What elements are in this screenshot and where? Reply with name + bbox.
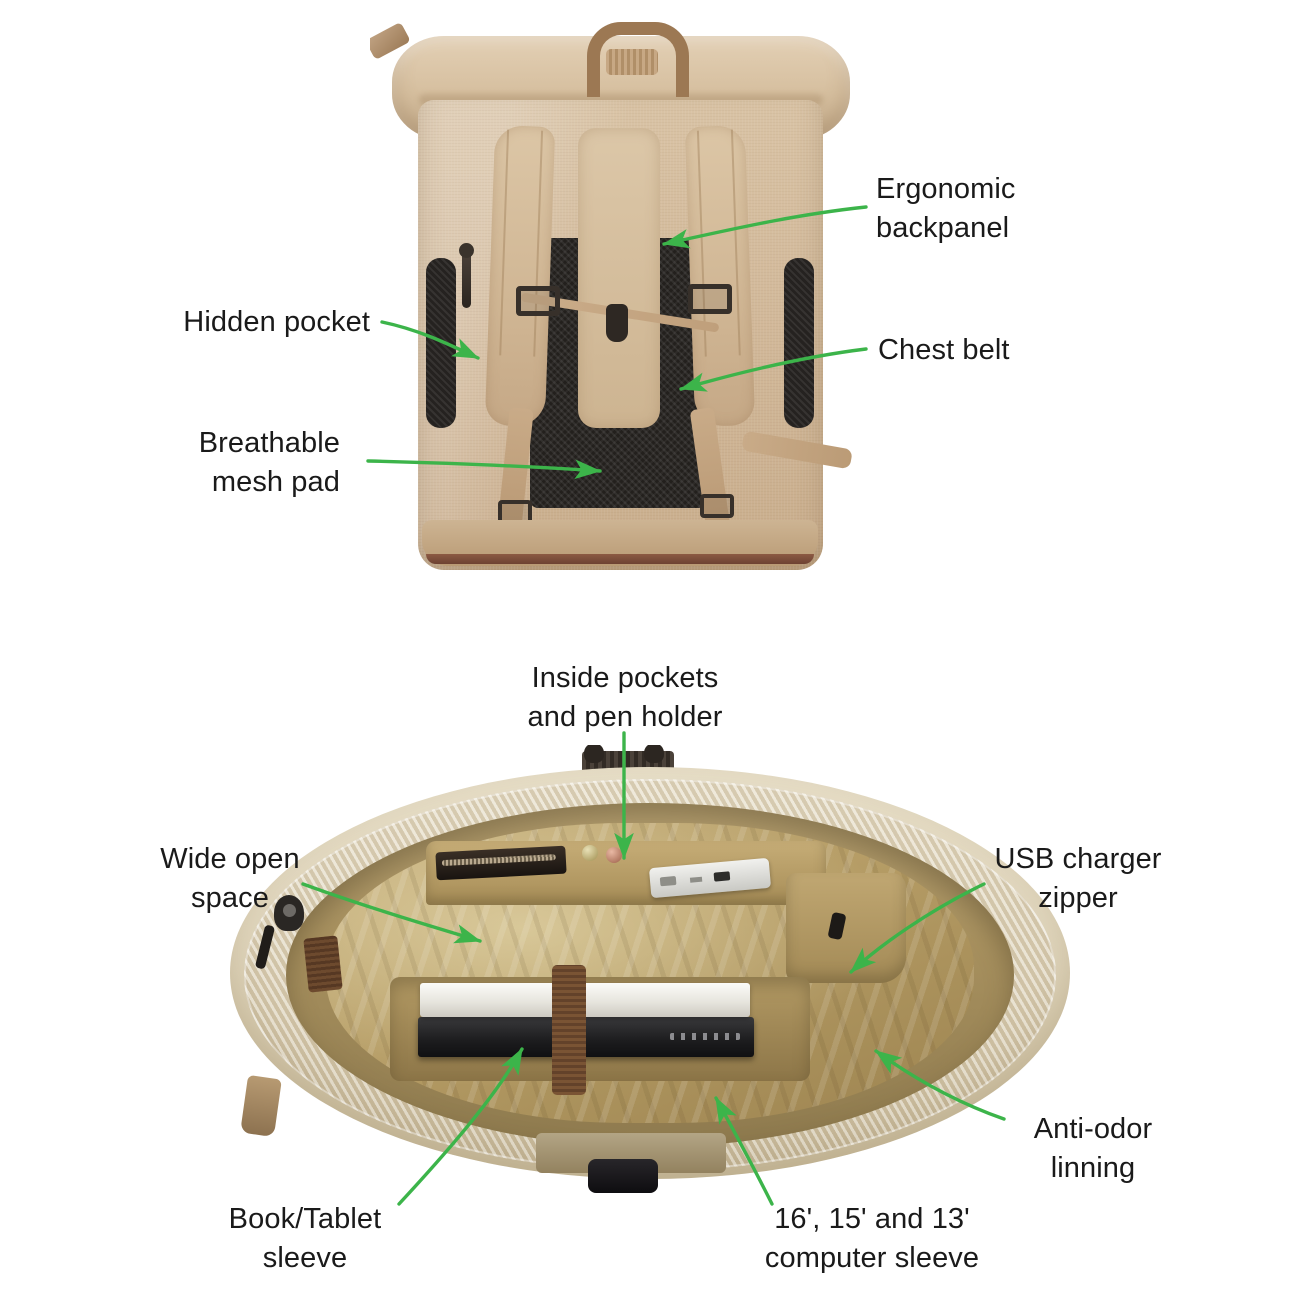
shoulder-strap-left [484,125,556,427]
side-mesh-pad-left [426,258,456,428]
shoulder-strap-right [684,125,756,427]
bottom-buckle-right [700,494,734,518]
retaining-strap [552,965,586,1095]
label-ergonomic-backpanel: Ergonomic backpanel [876,173,1016,244]
label-breathable-mesh-pad: Breathable mesh pad [198,427,340,498]
label-chest-belt: Chest belt [878,334,1010,366]
label-computer-sleeve: 16', 15' and 13' computer sleeve [764,1203,980,1274]
usb-charger-pocket [786,873,906,983]
label-hidden-pocket: Hidden pocket [183,306,370,338]
label-wide-open-space: Wide open space [160,843,300,914]
label-book-tablet-sleeve: Book/Tablet sleeve [228,1203,382,1274]
ergonomic-back-panel [578,128,660,428]
laptop [418,1017,754,1057]
label-usb-charger-zipper: USB charger zipper [994,843,1162,914]
backpack-interior-photo [230,745,1070,1215]
strap-adjuster-left [516,286,560,316]
hidden-pocket-zipper [459,243,474,308]
pen-b [606,847,622,863]
webbing-loop [303,935,343,993]
backpack-base [422,520,818,566]
backpack-rear-photo [370,8,870,608]
side-pull-tab [240,1074,282,1138]
front-buckle [588,1159,658,1193]
side-mesh-pad-right [784,258,814,428]
pen-a [582,845,598,861]
label-inside-pockets: Inside pockets and pen holder [527,662,723,733]
label-anti-odor-lining: Anti-odor linning [1033,1113,1153,1184]
chest-belt-buckle [606,304,628,342]
carry-handle [587,22,689,97]
key-clip [274,895,304,931]
strap-adjuster-right [688,284,732,314]
